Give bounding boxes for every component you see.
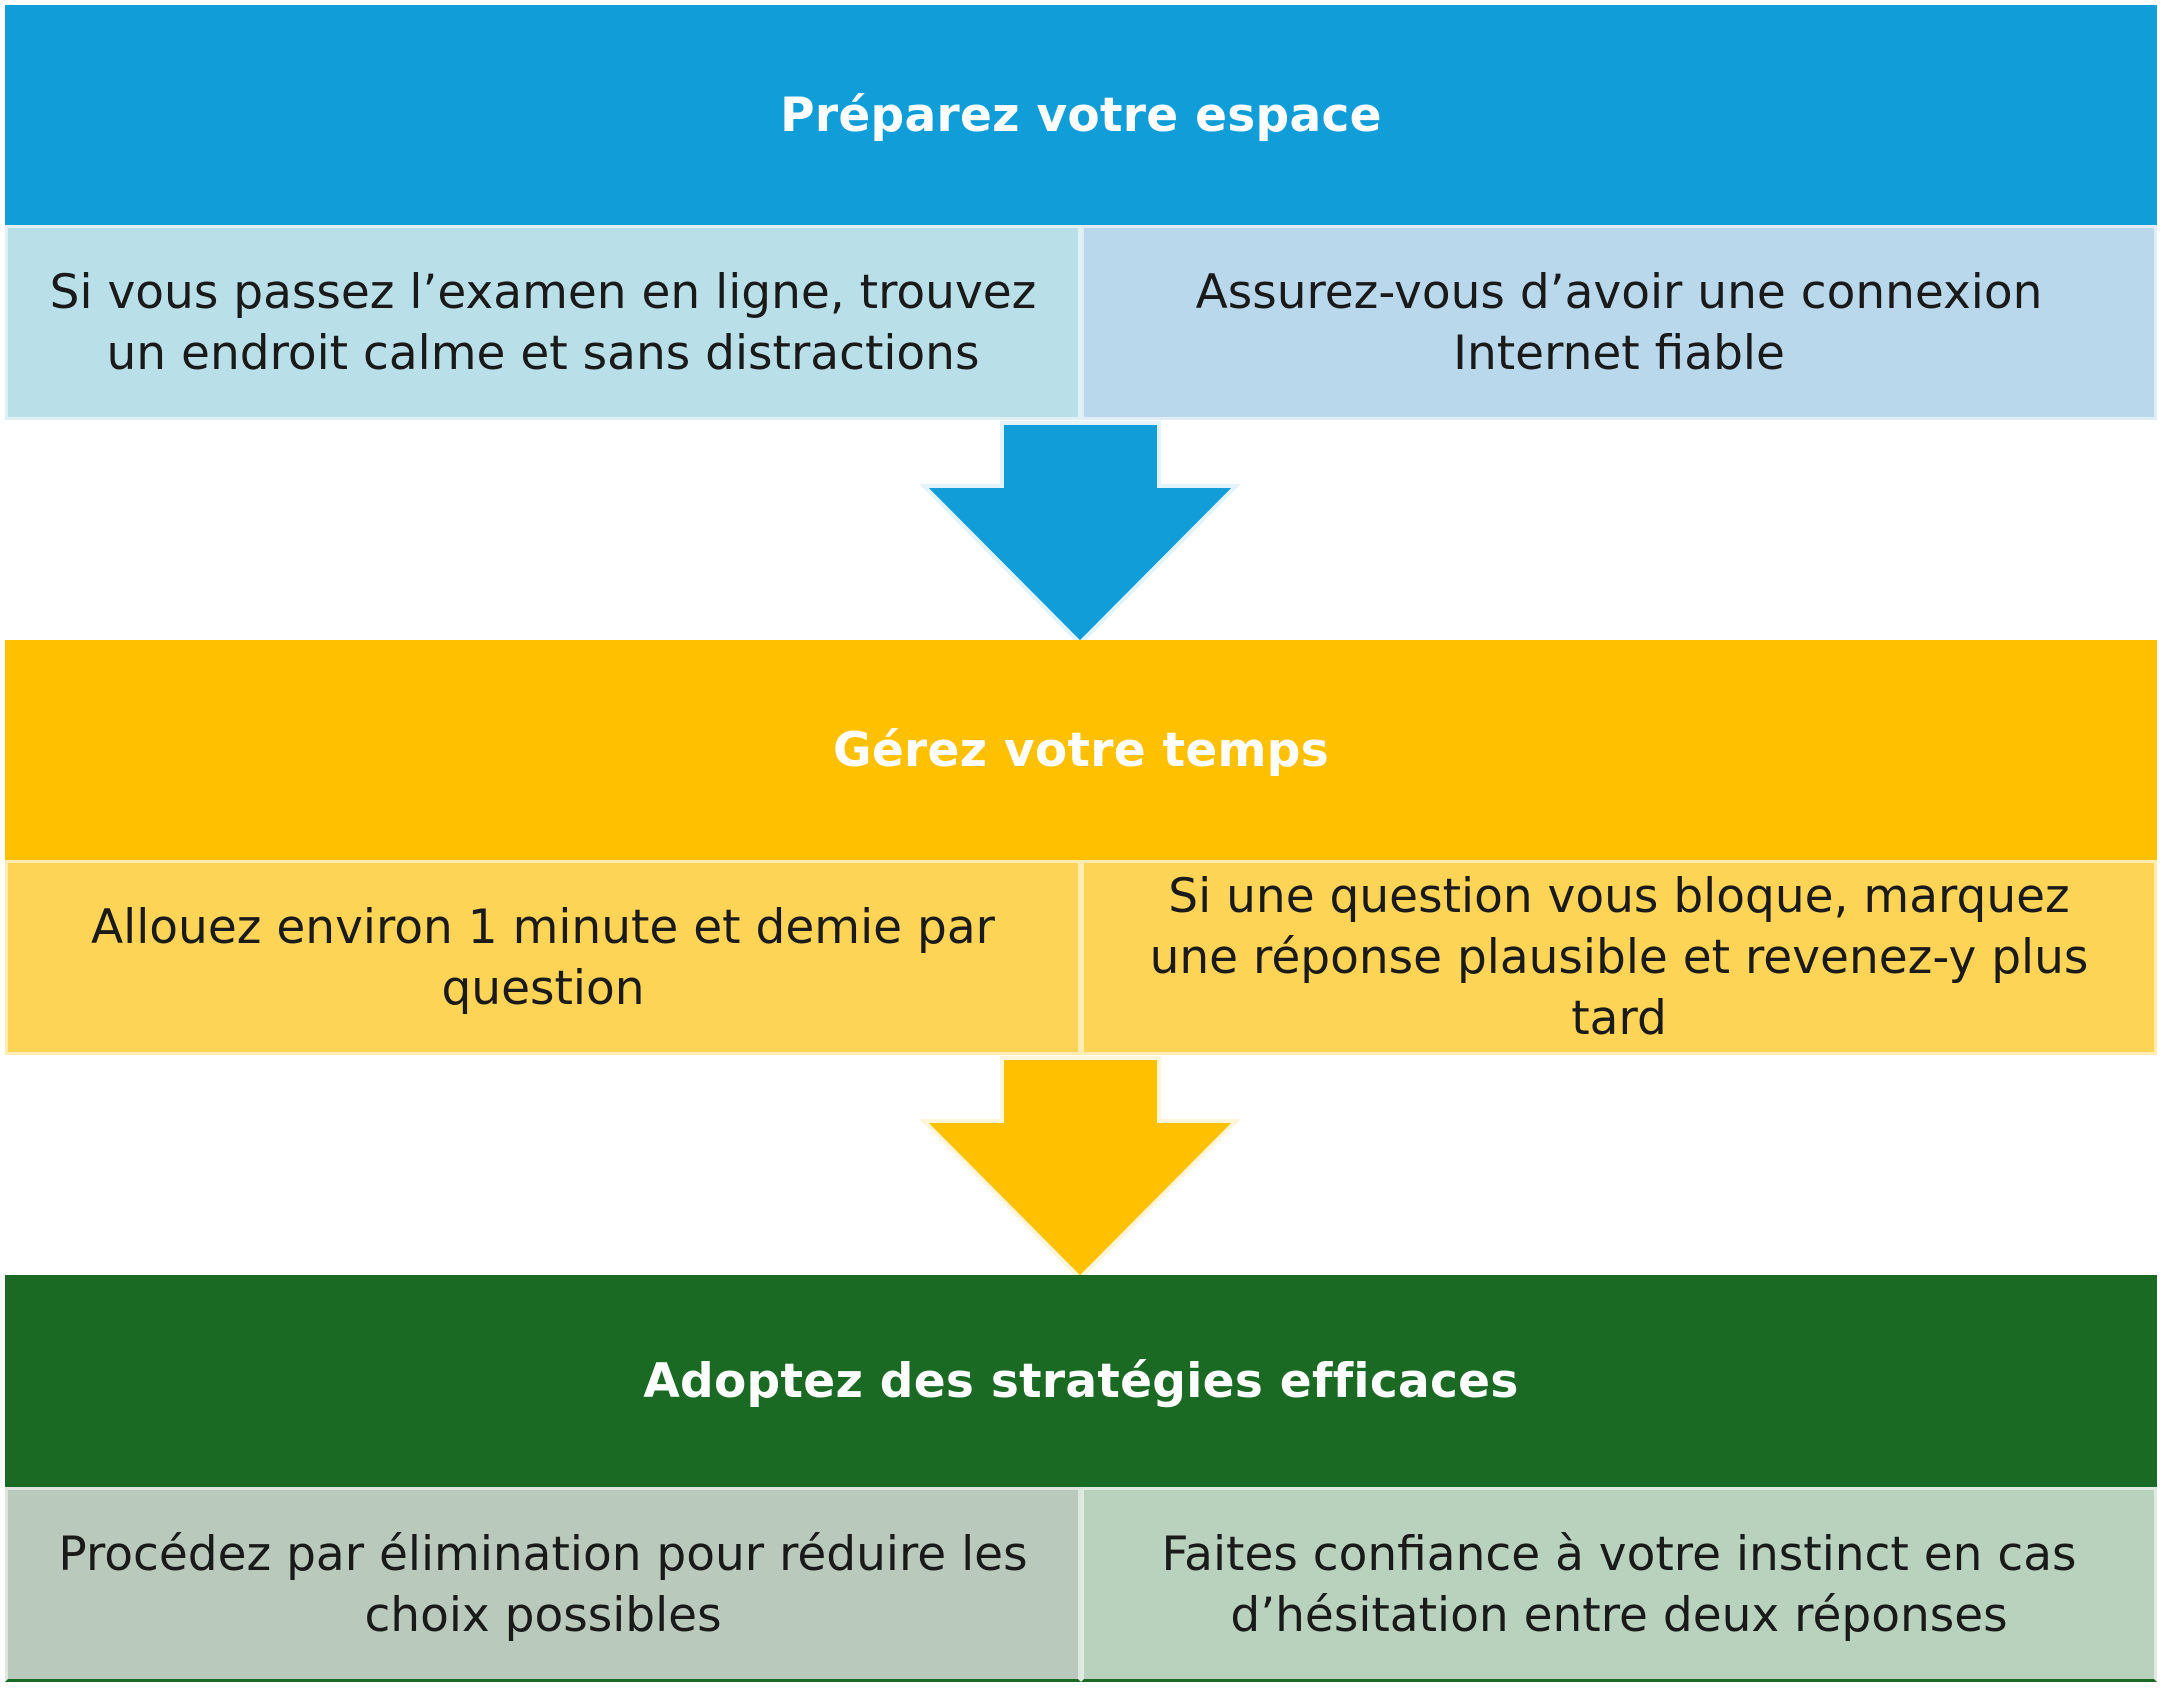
tips-row: Procédez par élimination pour réduire le… bbox=[5, 1487, 2157, 1682]
section-title: Adoptez des stratégies efficaces bbox=[5, 1275, 2157, 1487]
section-effective-strategies: Adoptez des stratégies efficaces Procéde… bbox=[5, 1275, 2157, 1682]
tips-row: Si vous passez l’examen en ligne, trouve… bbox=[5, 225, 2157, 420]
section-title: Gérez votre temps bbox=[5, 640, 2157, 860]
tip-time-per-question: Allouez environ 1 minute et demie par qu… bbox=[5, 860, 1081, 1055]
down-arrow-icon bbox=[919, 1056, 1241, 1281]
tip-quiet-place: Si vous passez l’examen en ligne, trouve… bbox=[5, 225, 1081, 420]
section-manage-time: Gérez votre temps Allouez environ 1 minu… bbox=[5, 640, 2157, 1055]
down-arrow-icon bbox=[919, 421, 1241, 646]
section-prepare-space: Préparez votre espace Si vous passez l’e… bbox=[5, 5, 2157, 420]
tip-trust-instinct: Faites confiance à votre instinct en cas… bbox=[1081, 1487, 2157, 1682]
tip-mark-and-return: Si une question vous bloque, marquez une… bbox=[1081, 860, 2157, 1055]
tip-internet-connection: Assurez-vous d’avoir une connexion Inter… bbox=[1081, 225, 2157, 420]
tips-row: Allouez environ 1 minute et demie par qu… bbox=[5, 860, 2157, 1055]
tip-elimination: Procédez par élimination pour réduire le… bbox=[5, 1487, 1081, 1682]
section-title: Préparez votre espace bbox=[5, 5, 2157, 225]
